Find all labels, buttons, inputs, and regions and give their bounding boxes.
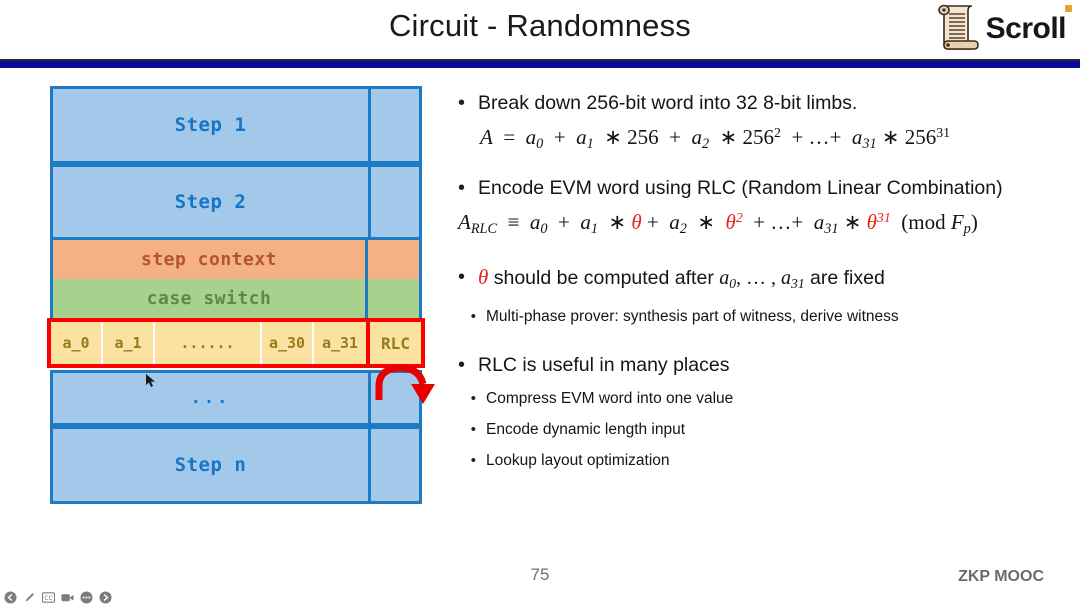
step2-side-cell [371, 167, 419, 237]
bullet-dot-icon: • [458, 92, 466, 114]
sub-bullet-dot-icon: • [470, 307, 476, 325]
bullet-dot-icon: • [458, 176, 466, 199]
step1-main-cell: Step 1 [53, 89, 371, 161]
sub-bullet-dot-icon: • [470, 451, 476, 469]
content-bullets: • Break down 256-bit word into 32 8-bit … [452, 90, 1064, 481]
limb-cell: a_30 [262, 322, 314, 364]
bullet-3-sub-1-text: Multi-phase prover: synthesis part of wi… [486, 307, 899, 325]
case-switch-side-cell [368, 279, 419, 318]
page-number: 75 [530, 565, 550, 584]
bullet-item: • RLC is useful in many places [452, 352, 1064, 379]
diagram-row-stepn: Step n [50, 426, 422, 504]
ellipsis-main-cell: ... [53, 373, 371, 423]
step-context-side-cell [368, 240, 419, 279]
bullet-dot-icon: • [458, 353, 466, 376]
step1-side-cell [371, 89, 419, 161]
sub-bullet-item: • Encode dynamic length input [452, 419, 1064, 441]
back-arrow-icon[interactable] [4, 591, 17, 604]
bullet-2-text: Encode EVM word using RLC (Random Linear… [478, 176, 1003, 199]
scroll-parchment-icon [937, 4, 979, 50]
circuit-layout-diagram: Step 1 Step 2 step context case switch [47, 86, 435, 504]
bullet-item: • θ should be computed after a0, … , a31… [452, 264, 1064, 297]
theta-symbol: θ [478, 264, 489, 289]
limb-cell: a_31 [314, 322, 366, 364]
diagram-row-ellipsis: ... [50, 370, 422, 426]
limb-cell: a_0 [51, 322, 103, 364]
diagram-row-context-switch: step context case switch [50, 240, 422, 318]
limbs-container: a_0 a_1 ...... a_30 a_31 [51, 322, 370, 364]
closed-caption-icon[interactable]: CC [42, 591, 55, 604]
bullet-3-text: θ should be computed after a0, … , a31 a… [478, 264, 1064, 297]
step-context-label: step context [140, 249, 278, 270]
case-switch-band: case switch [53, 279, 419, 318]
bullet-block-3: • θ should be computed after a0, … , a31… [452, 264, 1064, 328]
case-switch-main-cell: case switch [53, 279, 368, 318]
bullet-3-mid: should be computed after [488, 266, 720, 289]
bullet-4-sub-1-text: Compress EVM word into one value [486, 389, 734, 407]
footer-course-label: ZKP MOOC [958, 568, 1044, 585]
bullet-block-2: • Encode EVM word using RLC (Random Line… [452, 175, 1064, 238]
sub-bullet-item: • Multi-phase prover: synthesis part of … [452, 306, 1064, 328]
limb-cell-ellipsis: ...... [155, 322, 262, 364]
bullet-4-sub-2-text: Encode dynamic length input [486, 420, 686, 438]
camera-icon[interactable] [61, 591, 74, 604]
sub-bullet-item: • Lookup layout optimization [452, 450, 1064, 472]
bullet-4-sub-3-text: Lookup layout optimization [486, 451, 670, 469]
step1-label: Step 1 [174, 114, 247, 136]
bullet-item: • Break down 256-bit word into 32 8-bit … [452, 90, 1064, 117]
step2-label: Step 2 [174, 191, 247, 213]
ellipsis-side-cell [371, 373, 419, 423]
header-divider-black [0, 59, 1080, 61]
stepn-label: Step n [174, 454, 247, 476]
ellipsis-label: ... [190, 388, 231, 408]
bullet-block-4: • RLC is useful in many places • Compres… [452, 352, 1064, 472]
diagram-row-step2: Step 2 [50, 164, 422, 240]
step2-main-cell: Step 2 [53, 167, 371, 237]
header-divider-accent [0, 61, 1080, 68]
mouse-cursor [146, 374, 155, 387]
stepn-main-cell: Step n [53, 429, 371, 501]
svg-text:CC: CC [44, 595, 52, 602]
step-context-main-cell: step context [53, 240, 368, 279]
bullet-1-text: Break down 256-bit word into 32 8-bit li… [478, 92, 858, 114]
corner-marker-dot [1065, 5, 1072, 12]
bullet-item: • Encode EVM word using RLC (Random Line… [452, 175, 1064, 202]
logo-text: Scroll [985, 12, 1067, 45]
stepn-side-cell [371, 429, 419, 501]
sub-bullet-dot-icon: • [470, 420, 476, 438]
sub-bullet-item: • Compress EVM word into one value [452, 388, 1064, 410]
scroll-logo: Scroll [934, 3, 1067, 55]
more-options-icon[interactable] [80, 591, 93, 604]
formula-rlc-encoding: ARLC ≡ a0 + a1 ∗ θ + a2 ∗ θ2 + …+ a31 ∗ … [458, 209, 978, 237]
pen-icon[interactable] [23, 591, 36, 604]
rlc-cell: RLC [370, 322, 421, 364]
player-toolbar[interactable]: CC [4, 591, 112, 604]
bullet-block-1: • Break down 256-bit word into 32 8-bit … [452, 90, 1064, 153]
page-title: Circuit - Randomness [388, 8, 692, 43]
case-switch-label: case switch [146, 288, 272, 309]
bullet-4-text: RLC is useful in many places [478, 353, 730, 376]
bullet-3-tail: are fixed [804, 266, 885, 289]
step-context-band: step context [53, 240, 419, 279]
formula-limb-decomposition: A = a0 + a1 ∗ 256 + a2 ∗ 2562 + …+ a31 ∗… [480, 125, 951, 152]
diagram-row-step1: Step 1 [50, 86, 422, 164]
diagram-row-limbs-highlighted: a_0 a_1 ...... a_30 a_31 RLC [47, 318, 425, 368]
forward-arrow-icon[interactable] [99, 591, 112, 604]
a-indices-inline: a0, … , a31 [719, 266, 805, 291]
sub-bullet-dot-icon: • [470, 389, 476, 407]
bullet-dot-icon: • [458, 265, 466, 288]
limb-cell: a_1 [103, 322, 155, 364]
